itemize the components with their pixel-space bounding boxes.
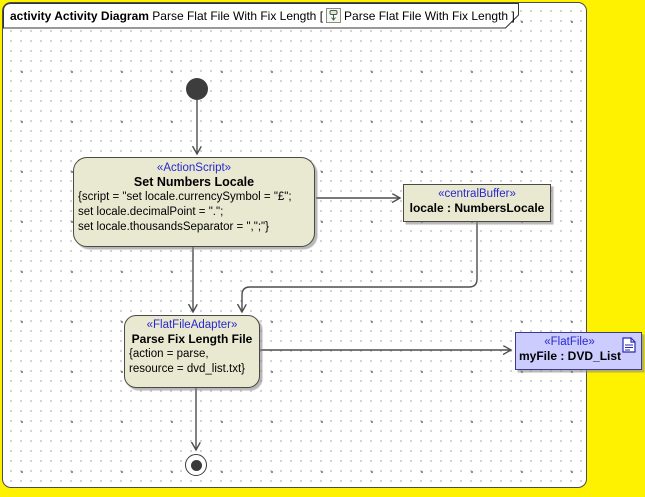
- initial-node[interactable]: [186, 78, 208, 100]
- property-line: {action = parse,: [129, 348, 209, 360]
- property-line: resource = dvd_list.txt}: [129, 363, 246, 375]
- buffer-name: locale : NumbersLocale: [409, 201, 545, 215]
- script-line: {script = "set locale.currencySymbol = "…: [78, 191, 292, 203]
- frame-title: activity Activity Diagram Parse Flat Fil…: [10, 8, 515, 26]
- frame-title-name: Parse Flat File With Fix Length [: [152, 9, 324, 23]
- stereotype-label: «ActionScript»: [156, 162, 232, 174]
- final-node-dot: [190, 459, 202, 471]
- final-node[interactable]: [185, 454, 207, 476]
- action-name: Set Numbers Locale: [133, 175, 255, 189]
- stereotype-label: «centralBuffer»: [438, 188, 516, 200]
- frame-header: [3, 3, 519, 29]
- stereotype-label: «FlatFileAdapter»: [146, 319, 238, 331]
- stereotype-label: «FlatFile»: [544, 336, 595, 348]
- action-parse-fix-length-file[interactable]: «FlatFileAdapter» Parse Fix Length File …: [124, 315, 260, 388]
- activity-diagram-icon: [326, 8, 342, 26]
- central-buffer-locale[interactable]: «centralBuffer» locale : NumbersLocale: [403, 184, 551, 222]
- script-line: set locale.thousandsSeparator = ",";"}: [78, 221, 269, 233]
- script-line: set locale.decimalPoint = ".";: [78, 206, 224, 218]
- action-set-numbers-locale[interactable]: «ActionScript» Set Numbers Locale {scrip…: [73, 157, 315, 247]
- edge-buffer-to-parse[interactable]: [242, 222, 478, 312]
- object-node-myfile[interactable]: «FlatFile» myFile : DVD_List: [515, 332, 642, 370]
- object-name: myFile : DVD_List: [519, 349, 622, 363]
- action-name: Parse Fix Length File: [131, 332, 253, 346]
- document-icon: [622, 337, 636, 358]
- frame-title-kind: activity Activity Diagram: [10, 9, 149, 23]
- frame-title-ref: Parse Flat File With Fix Length ]: [344, 9, 515, 23]
